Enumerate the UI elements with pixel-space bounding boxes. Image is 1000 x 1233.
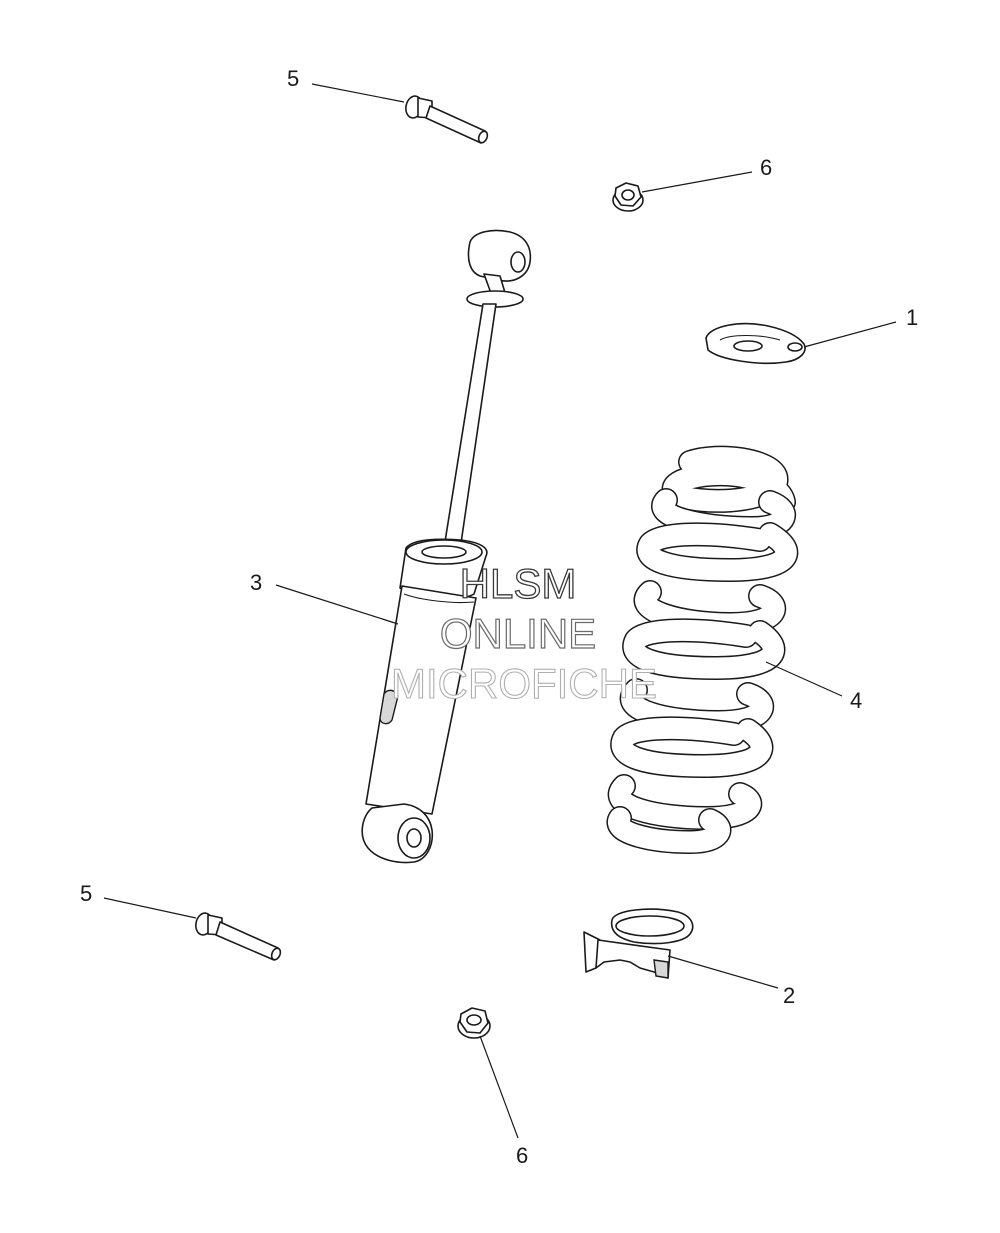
callout-5-bottom: 5 bbox=[80, 881, 92, 906]
leader-2 bbox=[667, 955, 779, 989]
callout-3: 3 bbox=[250, 570, 262, 595]
callout-2: 2 bbox=[783, 983, 795, 1008]
nut-bottom-icon bbox=[457, 1007, 491, 1039]
watermark-line-1: HLSM bbox=[460, 560, 577, 607]
nut-top-icon bbox=[612, 182, 644, 212]
leader-5-top bbox=[311, 83, 405, 103]
callout-6-bottom: 6 bbox=[516, 1143, 528, 1168]
leader-4 bbox=[765, 661, 843, 697]
callout-1: 1 bbox=[906, 305, 918, 330]
callout-5-top: 5 bbox=[287, 66, 299, 91]
bolt-top-icon bbox=[405, 95, 489, 144]
watermark-line-3: MICROFICHE bbox=[391, 660, 657, 707]
coil-spring-icon bbox=[606, 445, 799, 855]
leader-6-top bbox=[641, 171, 753, 193]
leader-1 bbox=[803, 321, 897, 348]
leader-5-bottom bbox=[103, 897, 197, 919]
bolt-bottom-icon bbox=[195, 912, 282, 961]
leader-3 bbox=[275, 584, 399, 625]
upper-spring-seat-icon bbox=[705, 322, 806, 365]
watermark-line-2: ONLINE bbox=[440, 610, 596, 657]
callout-4: 4 bbox=[850, 688, 862, 713]
shock-absorber-icon bbox=[361, 229, 532, 864]
leader-6-bottom bbox=[479, 1035, 519, 1139]
lower-spring-seat-icon bbox=[583, 908, 694, 979]
watermark: HLSM ONLINE MICROFICHE bbox=[390, 559, 657, 707]
callout-6-top: 6 bbox=[760, 155, 772, 180]
